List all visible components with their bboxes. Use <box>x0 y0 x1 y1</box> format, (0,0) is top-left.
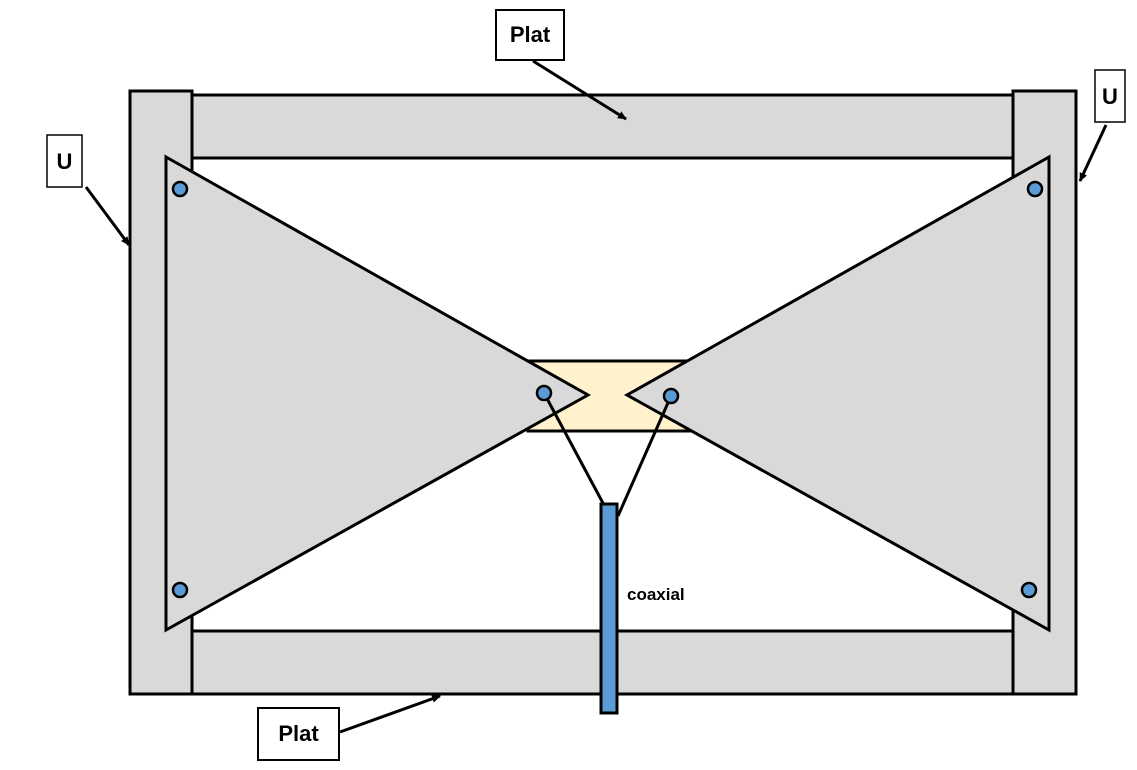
arrow-u-left <box>84 186 131 246</box>
arrow-plat-top <box>532 59 627 121</box>
feed-wire-left <box>542 392 606 506</box>
label-u-left: U <box>46 134 83 188</box>
label-plat-bottom-text: Plat <box>278 721 319 746</box>
label-u-right: U <box>1094 69 1126 123</box>
arrow-u-right <box>1078 124 1108 182</box>
bolt-icon <box>535 384 553 402</box>
label-plat-top: Plat <box>495 9 565 61</box>
bolt-icon <box>171 581 189 599</box>
bolt-icon <box>662 387 680 405</box>
bolt-icon <box>1020 581 1038 599</box>
label-u-left-text: U <box>57 149 73 174</box>
bowtie-element-right <box>623 154 1051 633</box>
coaxial-cable <box>599 502 619 715</box>
bowtie-element-left <box>164 154 592 633</box>
label-plat-bottom: Plat <box>257 707 340 761</box>
bolt-icon <box>1026 180 1044 198</box>
arrow-plat-bottom <box>339 694 441 734</box>
feed-wire-right <box>616 395 673 517</box>
bolt-icon <box>171 180 189 198</box>
label-u-right-text: U <box>1102 84 1118 109</box>
label-plat-top-text: Plat <box>510 22 551 47</box>
label-coaxial: coaxial <box>627 585 685 604</box>
